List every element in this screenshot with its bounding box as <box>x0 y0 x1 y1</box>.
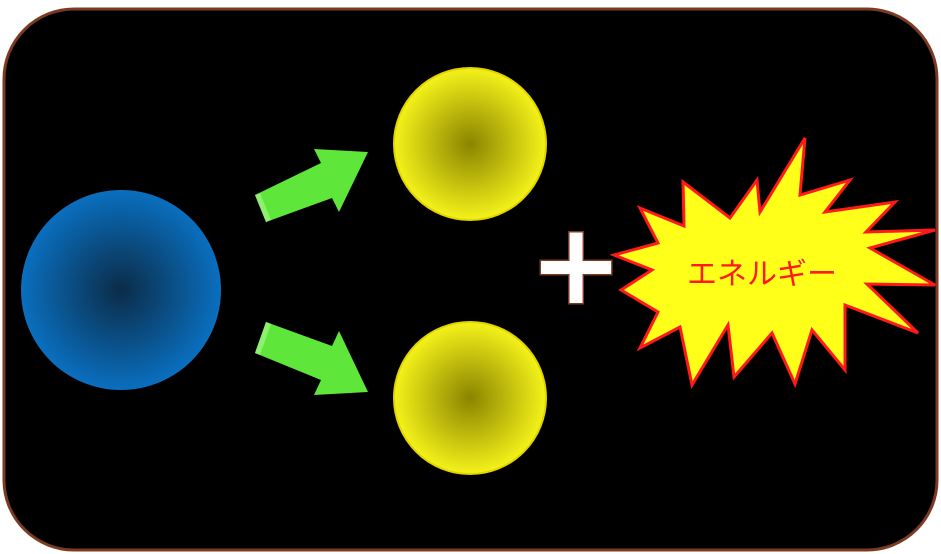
daughter-nucleus-top <box>393 67 547 221</box>
daughter-nucleus-bottom <box>393 321 547 475</box>
energy-label: エネルギー <box>687 257 837 292</box>
arrow-down-icon <box>255 322 368 395</box>
arrow-up-icon <box>255 149 368 222</box>
plus-sign: + <box>529 200 623 330</box>
parent-nucleus <box>21 190 221 390</box>
background-panel <box>2 7 939 552</box>
energy-burst <box>609 137 936 390</box>
